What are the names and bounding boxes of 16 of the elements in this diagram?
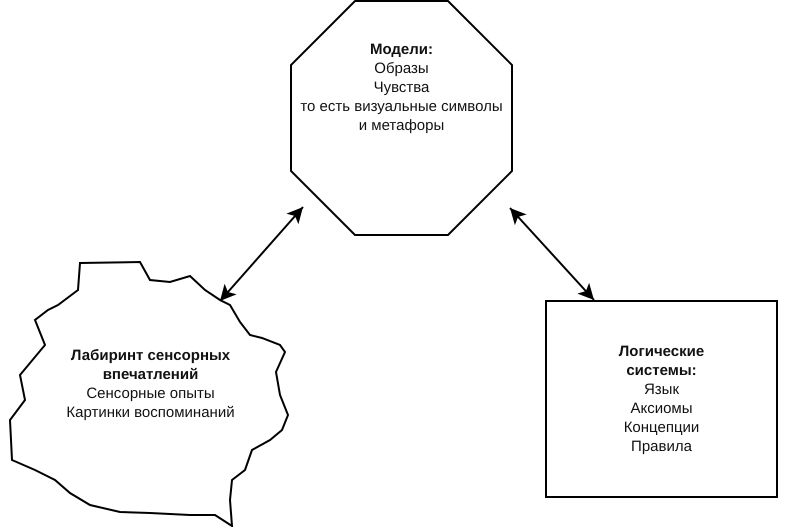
- node-text: Аксиомы: [630, 399, 693, 418]
- node-text: Образы: [374, 59, 429, 78]
- node-text: Сенсорные опыты: [86, 384, 215, 403]
- node-text: Правила: [631, 437, 692, 456]
- node-heading: Модели:: [370, 40, 434, 59]
- node-heading: Логические системы:: [618, 342, 706, 380]
- double-arrow: [219, 206, 304, 302]
- node-text: Чувства: [374, 78, 430, 97]
- node-text: Концепции: [624, 418, 700, 437]
- node-text: то есть визуальные символы и метафоры: [300, 97, 503, 135]
- node-heading: Лабиринт сенсорных впечатлений: [70, 346, 232, 384]
- node-text: Картинки воспоминаний: [66, 403, 235, 422]
- double-arrow: [509, 207, 595, 301]
- node-text: Язык: [644, 380, 680, 399]
- octagon-node: [290, 0, 513, 236]
- process-box: [545, 300, 778, 498]
